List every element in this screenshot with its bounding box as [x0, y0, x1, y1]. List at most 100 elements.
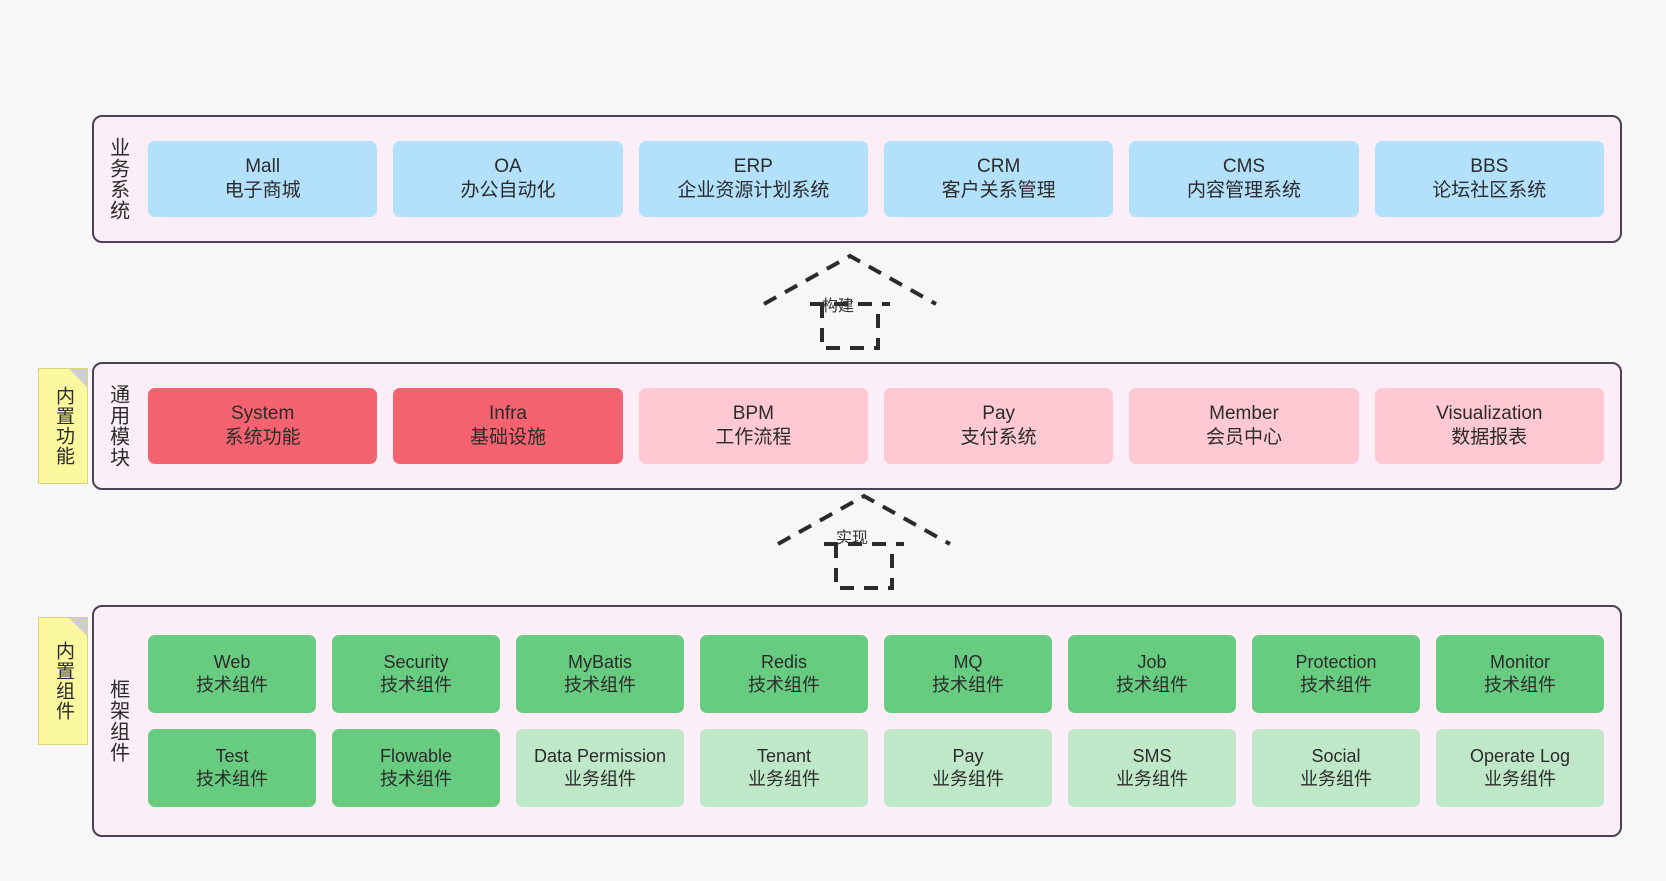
node-subtitle: 业务组件: [564, 769, 636, 789]
layer-row: Mall 电子商城 OA 办公自动化 ERP 企业资源计划系统 CRM 客户关系…: [148, 141, 1604, 217]
node-subtitle: 技术组件: [1484, 675, 1556, 695]
node-web[interactable]: Web 技术组件: [148, 635, 316, 713]
layer-title-business-systems: 业务系统: [106, 137, 129, 221]
node-crm[interactable]: CRM 客户关系管理: [883, 141, 1114, 217]
node-title: Web: [213, 651, 251, 672]
node-subtitle: 支付系统: [960, 427, 1037, 448]
node-monitor[interactable]: Monitor 技术组件: [1436, 635, 1604, 713]
node-title: Social: [1311, 745, 1361, 766]
node-test[interactable]: Test 技术组件: [148, 729, 316, 807]
node-redis[interactable]: Redis 技术组件: [700, 635, 868, 713]
layer-row: System 系统功能 Infra 基础设施 BPM 工作流程 Pay 支付系统…: [148, 388, 1604, 464]
node-bbs[interactable]: BBS 论坛社区系统: [1374, 141, 1604, 217]
node-subtitle: 技术组件: [1300, 675, 1372, 695]
node-title: SMS: [1132, 745, 1172, 766]
node-system[interactable]: System 系统功能: [148, 388, 378, 464]
layer-common-modules: 通用模块 System 系统功能 Infra 基础设施 BPM 工作流程 Pay…: [92, 362, 1622, 490]
node-subtitle: 技术组件: [380, 675, 452, 695]
node-title: CRM: [977, 155, 1021, 177]
arrow-head-triangle: [763, 253, 937, 306]
node-title: Redis: [760, 651, 808, 672]
node-title: BBS: [1470, 155, 1509, 177]
arrow-label-implement: 实现: [836, 530, 869, 547]
layer-business-systems: 业务系统 Mall 电子商城 OA 办公自动化 ERP 企业资源计划系统 CRM…: [92, 115, 1622, 243]
node-mybatis[interactable]: MyBatis 技术组件: [516, 635, 684, 713]
node-mall[interactable]: Mall 电子商城: [148, 141, 378, 217]
node-pay[interactable]: Pay 支付系统: [883, 388, 1114, 464]
node-tenant[interactable]: Tenant 业务组件: [700, 729, 868, 807]
sticky-note-builtin-components: 内置组件: [38, 617, 88, 745]
node-title: System: [230, 402, 295, 424]
arrow-label-build: 构建: [822, 298, 855, 315]
node-title: Data Permission: [533, 745, 667, 766]
node-protection[interactable]: Protection 技术组件: [1252, 635, 1420, 713]
node-title: MQ: [953, 651, 983, 672]
layer-framework-components: 框架组件 Web 技术组件 Security 技术组件 MyBatis 技术组件…: [92, 605, 1622, 837]
node-title: MyBatis: [567, 651, 632, 672]
node-subtitle: 业务组件: [932, 769, 1004, 789]
node-bpm[interactable]: BPM 工作流程: [638, 388, 868, 464]
node-subtitle: 内容管理系统: [1186, 180, 1301, 201]
node-subtitle: 技术组件: [748, 675, 820, 695]
layer-body-common-modules: System 系统功能 Infra 基础设施 BPM 工作流程 Pay 支付系统…: [140, 364, 1620, 488]
layer-title-common-modules: 通用模块: [106, 384, 129, 468]
node-title: Member: [1209, 402, 1279, 424]
node-subtitle: 技术组件: [564, 675, 636, 695]
arrow-head-triangle: [777, 493, 951, 546]
node-social[interactable]: Social 业务组件: [1252, 729, 1420, 807]
node-subtitle: 系统功能: [224, 427, 301, 448]
node-cms[interactable]: CMS 内容管理系统: [1129, 141, 1359, 217]
layer-row: Test 技术组件 Flowable 技术组件 Data Permission …: [148, 729, 1604, 807]
node-data-permission[interactable]: Data Permission 业务组件: [516, 729, 684, 807]
node-title: Job: [1137, 651, 1167, 672]
node-title: Tenant: [756, 745, 812, 766]
node-subtitle: 论坛社区系统: [1432, 180, 1547, 201]
node-title: BPM: [732, 402, 774, 424]
arrow-shaft: [834, 544, 894, 590]
node-subtitle: 工作流程: [715, 427, 792, 448]
node-title: Pay: [952, 745, 984, 766]
node-title: Operate Log: [1469, 745, 1571, 766]
node-visualization[interactable]: Visualization 数据报表: [1374, 388, 1604, 464]
node-infra[interactable]: Infra 基础设施: [393, 388, 623, 464]
node-subtitle: 技术组件: [196, 769, 268, 789]
node-member[interactable]: Member 会员中心: [1129, 388, 1359, 464]
layer-body-business-systems: Mall 电子商城 OA 办公自动化 ERP 企业资源计划系统 CRM 客户关系…: [140, 117, 1620, 241]
node-subtitle: 基础设施: [469, 427, 546, 448]
layer-row: Web 技术组件 Security 技术组件 MyBatis 技术组件 Redi…: [148, 635, 1604, 713]
node-subtitle: 技术组件: [1116, 675, 1188, 695]
node-subtitle: 客户关系管理: [941, 180, 1056, 201]
node-title: OA: [494, 155, 522, 177]
layer-title-framework-components: 框架组件: [106, 679, 129, 763]
node-title: Infra: [488, 402, 527, 424]
sticky-note-label: 内置组件: [53, 641, 75, 721]
node-title: Flowable: [379, 745, 453, 766]
node-title: Visualization: [1436, 402, 1543, 424]
node-title: Monitor: [1489, 651, 1551, 672]
node-sms[interactable]: SMS 业务组件: [1068, 729, 1236, 807]
node-title: ERP: [733, 155, 773, 177]
sticky-note-builtin-functions: 内置功能: [38, 368, 88, 484]
node-title: Security: [383, 651, 449, 672]
node-erp[interactable]: ERP 企业资源计划系统: [638, 141, 868, 217]
node-subtitle: 数据报表: [1451, 427, 1528, 448]
node-title: Pay: [982, 402, 1016, 424]
node-job[interactable]: Job 技术组件: [1068, 635, 1236, 713]
node-security[interactable]: Security 技术组件: [332, 635, 500, 713]
layer-body-framework-components: Web 技术组件 Security 技术组件 MyBatis 技术组件 Redi…: [140, 607, 1620, 835]
node-title: CMS: [1222, 155, 1266, 177]
node-title: Mall: [245, 155, 281, 177]
node-mq[interactable]: MQ 技术组件: [884, 635, 1052, 713]
arrow-shaft: [820, 304, 880, 350]
node-flowable[interactable]: Flowable 技术组件: [332, 729, 500, 807]
sticky-note-label: 内置功能: [53, 386, 75, 466]
node-operate-log[interactable]: Operate Log 业务组件: [1436, 729, 1604, 807]
node-subtitle: 技术组件: [196, 675, 268, 695]
node-oa[interactable]: OA 办公自动化: [393, 141, 623, 217]
node-subtitle: 办公自动化: [460, 180, 556, 201]
node-subtitle: 技术组件: [932, 675, 1004, 695]
node-title: Test: [215, 745, 249, 766]
node-pay-component[interactable]: Pay 业务组件: [884, 729, 1052, 807]
node-subtitle: 技术组件: [380, 769, 452, 789]
